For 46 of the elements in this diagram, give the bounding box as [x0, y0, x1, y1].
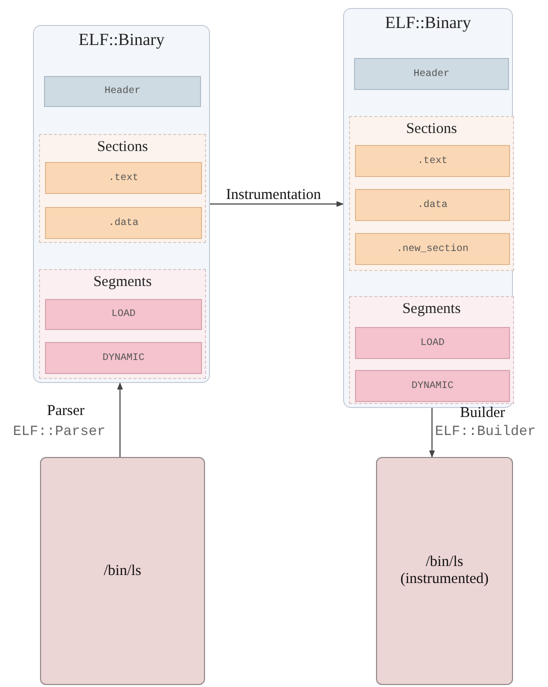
section-block: [355, 145, 510, 177]
header-block: [354, 58, 509, 90]
block-label: Header: [104, 86, 140, 97]
block-label: .data: [417, 200, 448, 210]
group-title: ELF::Binary: [78, 30, 166, 50]
arrow: [210, 201, 344, 207]
file-box: [376, 457, 513, 685]
class-name: ELF::Builder: [435, 424, 536, 440]
file-name: /bin/ls (instrumented): [399, 554, 490, 588]
section-block: [45, 162, 202, 194]
segments-group: [39, 269, 206, 379]
edge-label: Instrumentation: [226, 187, 321, 204]
block-label: .new_section: [396, 244, 468, 254]
binary-container: [343, 8, 513, 408]
block-label: Header: [413, 68, 450, 80]
edge-label: Builder: [460, 405, 505, 422]
section-block: [355, 233, 510, 265]
header-block: [44, 76, 201, 107]
group-title: ELF::Binary: [384, 13, 472, 33]
block-label: DYNAMIC: [102, 352, 144, 364]
group-title: Segments: [92, 274, 153, 291]
section-block: [355, 189, 510, 221]
class-name: ELF::Parser: [13, 424, 106, 440]
segment-block: [45, 299, 202, 330]
group-title: Sections: [96, 139, 149, 156]
group-title: Sections: [405, 121, 458, 138]
block-label: .text: [417, 156, 448, 166]
block-label: LOAD: [420, 338, 444, 348]
block-label: LOAD: [111, 309, 136, 320]
segment-block: [45, 342, 202, 374]
segment-block: [355, 327, 510, 359]
section-block: [45, 207, 202, 239]
block-label: DYNAMIC: [411, 380, 454, 392]
arrow: [429, 408, 435, 458]
segment-block: [355, 370, 510, 402]
group-title: Segments: [401, 301, 462, 318]
block-label: .data: [108, 218, 138, 228]
sections-group: [349, 116, 514, 271]
binary-container: [33, 25, 210, 383]
file-name: /bin/ls: [104, 562, 142, 580]
arrow: [117, 382, 123, 457]
sections-group: [39, 134, 206, 243]
file-box: [40, 457, 205, 685]
segments-group: [349, 296, 514, 404]
edge-label: Parser: [47, 403, 84, 420]
block-label: .text: [108, 172, 138, 184]
